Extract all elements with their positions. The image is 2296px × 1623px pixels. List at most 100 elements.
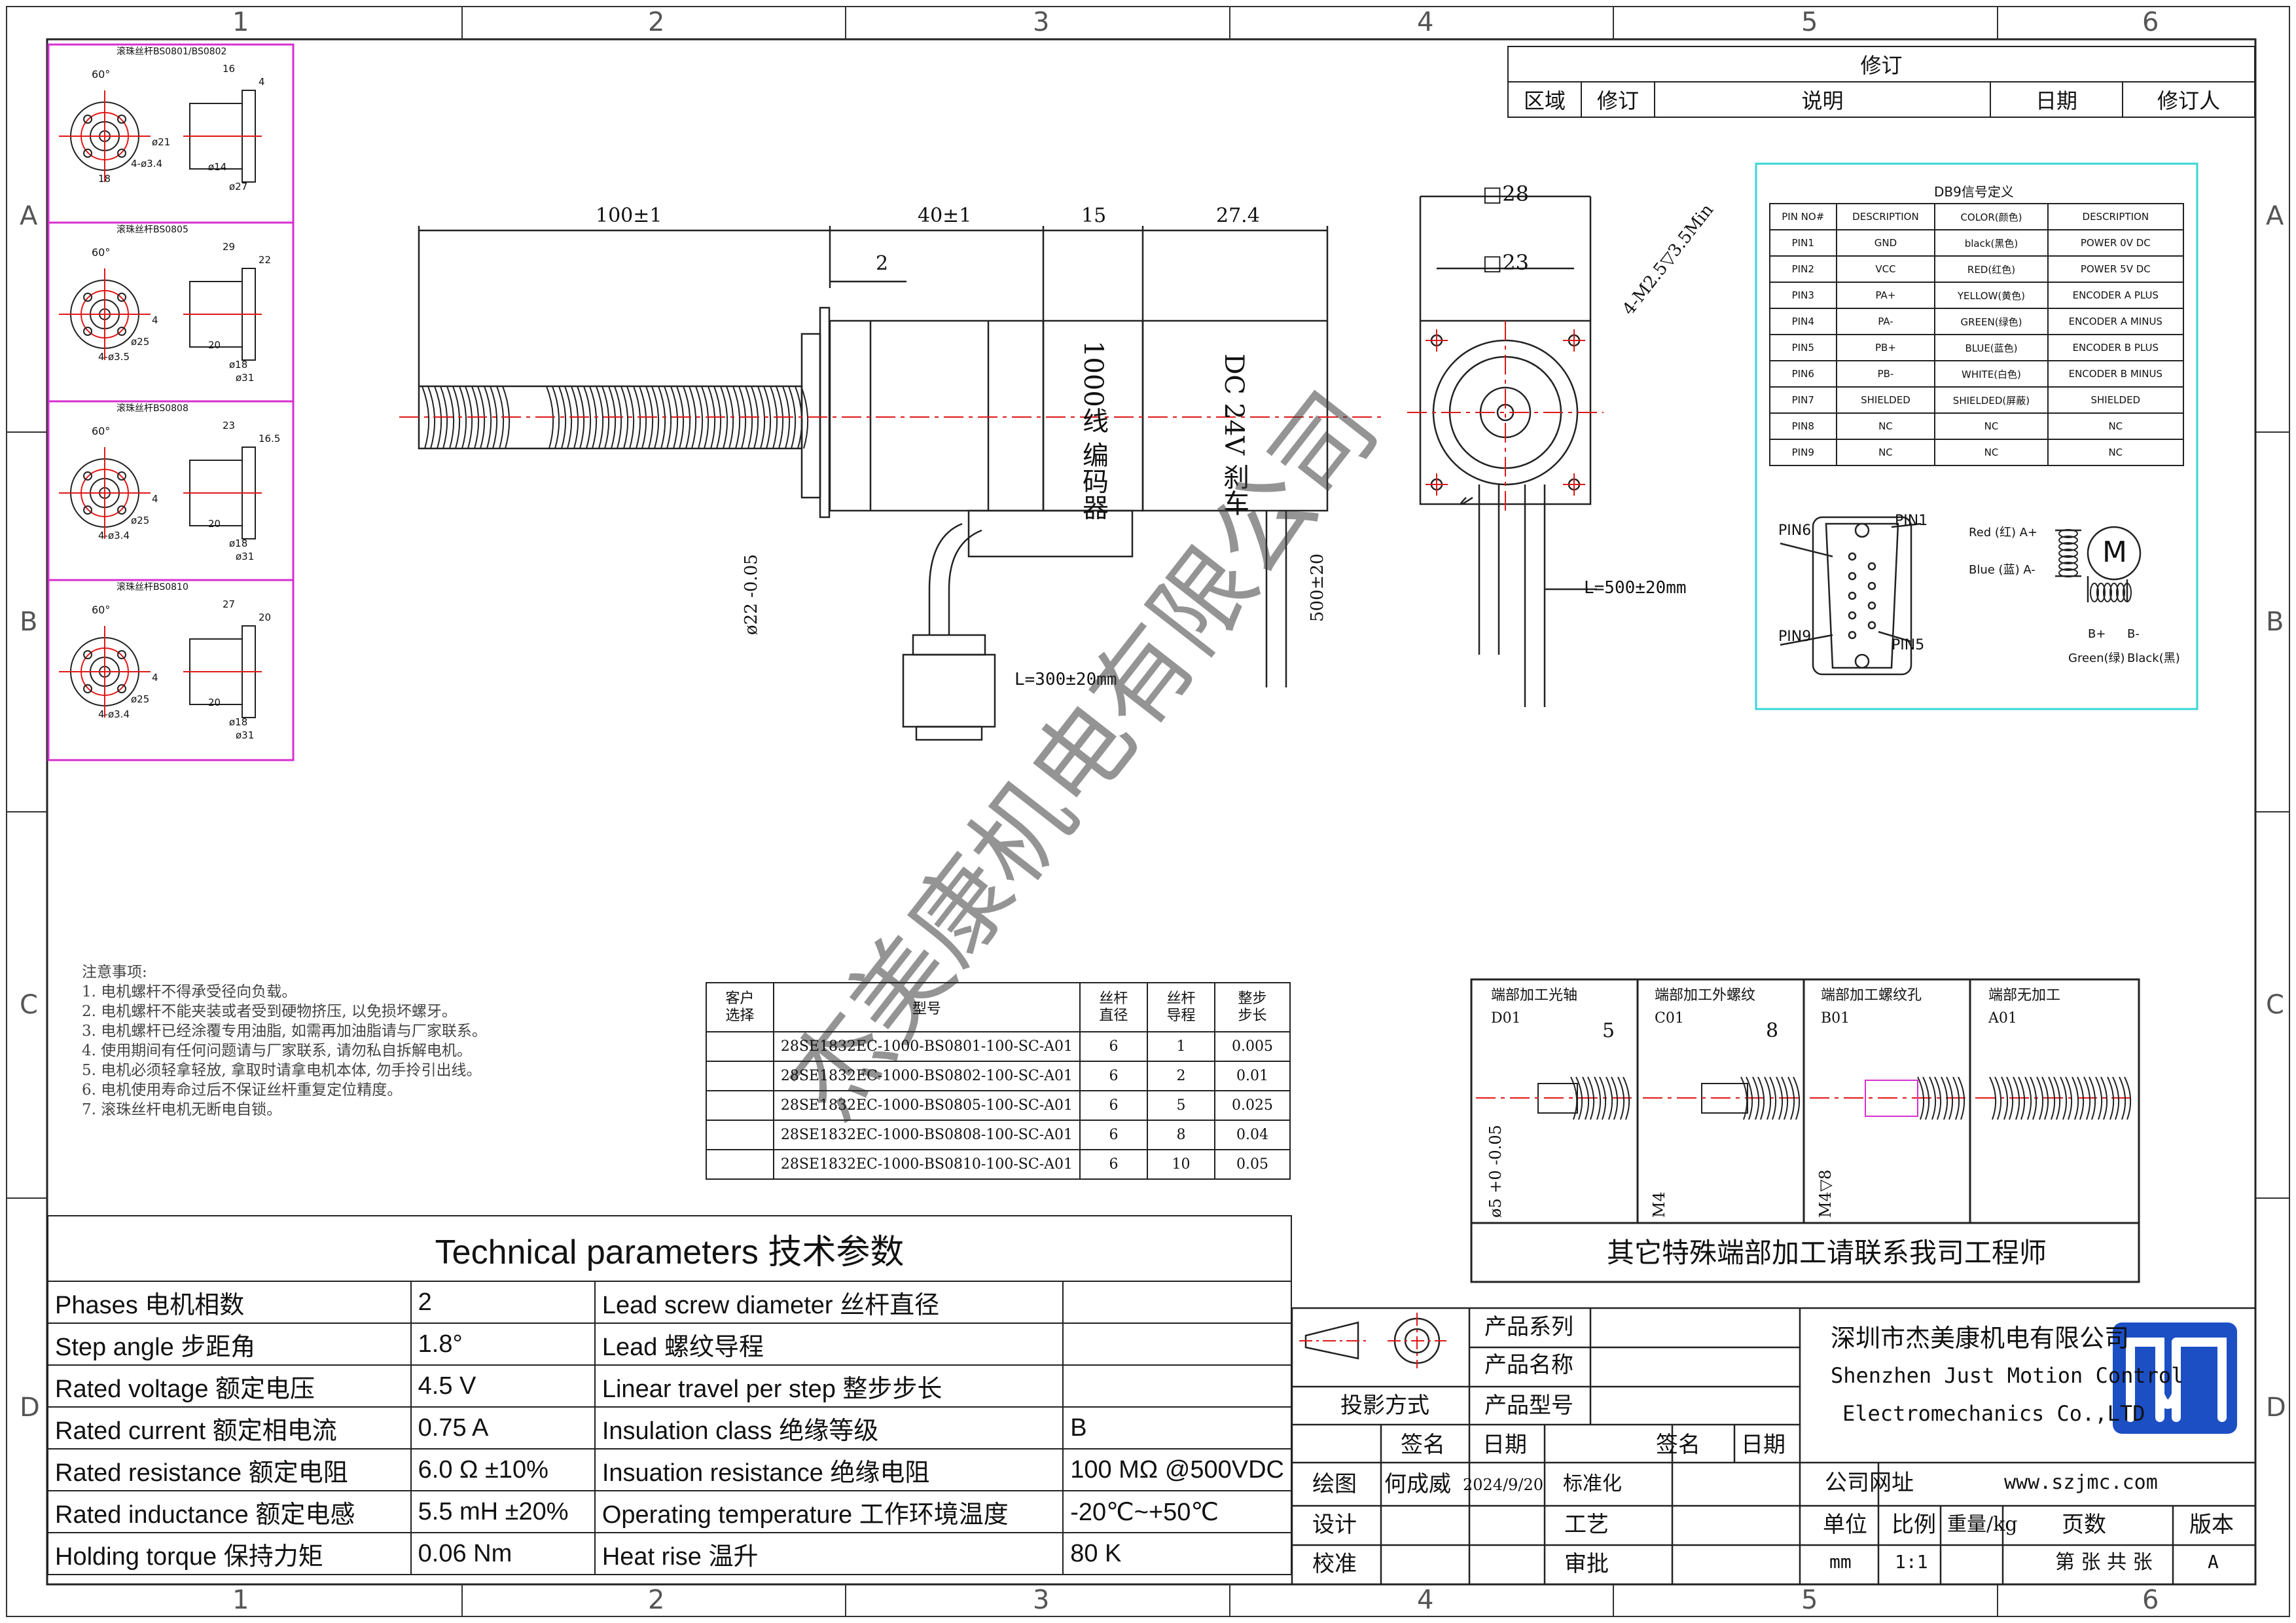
ballscrew-dim: 4-ø3.4: [131, 158, 162, 170]
motor-symbol: M: [2102, 536, 2127, 569]
ballscrew-angle: 60°: [92, 604, 111, 616]
tech-param-label: Heat rise 温升: [594, 1532, 1064, 1575]
dim-encoder-cable: L=300±20mm: [1014, 670, 1117, 689]
ballscrew-title: 滚珠丝杆BS0805: [117, 225, 188, 235]
dim-encoder-length: 15: [1081, 204, 1107, 227]
db9-cell: PIN8: [1769, 412, 1837, 440]
db9-cell: ENCODER B PLUS: [2047, 334, 2185, 361]
model-cell: 28SE1832EC-1000-BS0805-100-SC-A01: [772, 1090, 1081, 1121]
ballscrew-dim: 4-ø3.4: [98, 708, 130, 720]
db9-header-cell: DESCRIPTION: [2047, 203, 2185, 230]
end-types-footer: 其它特殊端部加工请联系我司工程师: [1607, 1237, 2047, 1269]
grid-col-2-bottom: 2: [648, 1585, 665, 1615]
ballscrew-angle: 60°: [92, 425, 111, 437]
pin-label-1: PIN1: [1895, 513, 1928, 529]
tb-company-cn: 深圳市杰美康机电有限公司: [1831, 1324, 2130, 1353]
note-2: 2. 电机螺杆不能夹装或者受到硬物挤压, 以免损坏螺牙。: [82, 1003, 457, 1020]
ballscrew-title: 滚珠丝杆BS0801/BS0802: [117, 46, 227, 57]
model-select-cell[interactable]: [706, 1090, 774, 1121]
tb-process: 工艺: [1564, 1512, 1609, 1538]
tech-param-value: -20℃~+50℃: [1062, 1490, 1292, 1533]
ballscrew-dim: 4: [259, 76, 265, 88]
ballscrew-dim: 20: [208, 518, 221, 530]
tb-draw-date: 2024/9/20: [1463, 1476, 1544, 1494]
db9-cell: ENCODER A MINUS: [2047, 308, 2185, 335]
tb-website: www.szjmc.com: [2004, 1471, 2158, 1494]
tb-company-en2: Electromechanics Co.,LTD: [1842, 1401, 2145, 1426]
grid-row-a: A: [20, 201, 38, 231]
revision-title: 修订: [1507, 46, 2255, 82]
end-type-code: A01: [1988, 1010, 2017, 1027]
db9-cell: NC: [1835, 439, 1936, 466]
ballscrew-dim: 22: [259, 254, 272, 266]
tech-param-label: Rated inductance 额定电感: [47, 1490, 412, 1533]
wire-bminus: B-: [2127, 627, 2140, 641]
end-type-dim: 8: [1766, 1019, 1779, 1042]
tech-param-label: Rated current 额定相电流: [47, 1406, 412, 1450]
db9-cell: NC: [1934, 412, 2049, 440]
brake-label: DC 24V 刹车: [1219, 354, 1249, 516]
grid-col-3: 3: [1033, 7, 1050, 37]
model-header-select: 客户 选择: [706, 982, 774, 1032]
model-cell: 10: [1146, 1149, 1216, 1180]
model-select-cell[interactable]: [706, 1031, 774, 1062]
ballscrew-title: 滚珠丝杆BS0808: [117, 403, 188, 414]
dim-step: 2: [876, 252, 889, 275]
ballscrew-dim: ø25: [131, 515, 150, 526]
ballscrew-dim: ø27: [229, 181, 248, 192]
dim-screw-length: 100±1: [596, 204, 662, 227]
revision-header-reviser: 修订人: [2122, 81, 2255, 118]
note-5: 5. 电机必须轻拿轻放, 拿取时请拿电机本体, 勿手拎引出线。: [82, 1062, 482, 1079]
tech-param-value: [1062, 1281, 1292, 1324]
ballscrew-dim: 4: [152, 672, 158, 684]
dim-square-outer: □28: [1482, 181, 1529, 206]
tb-check: 校准: [1312, 1551, 1357, 1577]
grid-row-b: B: [20, 607, 38, 637]
ballscrew-dim: 16: [223, 63, 236, 75]
tech-param-label: Step angle 步距角: [47, 1322, 412, 1366]
grid-col-1: 1: [232, 7, 249, 37]
ballscrew-angle: 60°: [92, 246, 111, 259]
grid-row-c-right: C: [2266, 990, 2284, 1020]
tb-company-en1: Shenzhen Just Motion Control: [1831, 1363, 2184, 1388]
tech-param-label: Linear travel per step 整步步长: [594, 1364, 1064, 1408]
db9-header-cell: PIN NO#: [1769, 203, 1837, 230]
grid-col-6-bottom: 6: [2142, 1585, 2159, 1615]
db9-cell: NC: [1835, 412, 1936, 440]
grid-row-d: D: [20, 1393, 40, 1423]
end-type-title: 端部加工外螺纹: [1655, 987, 1756, 1004]
note-7: 7. 滚珠丝杆电机无断电自锁。: [82, 1101, 282, 1118]
db9-cell: VCC: [1835, 255, 1936, 283]
tech-param-value: 0.06 Nm: [410, 1532, 596, 1575]
model-cell: 6: [1079, 1090, 1148, 1121]
tech-param-label: Insuation resistance 绝缘电阻: [594, 1448, 1064, 1491]
model-cell: 0.025: [1214, 1090, 1291, 1121]
tech-param-label: Insulation class 绝缘等级: [594, 1406, 1064, 1450]
model-select-cell[interactable]: [706, 1061, 774, 1091]
tb-weight-label: 重量/kg: [1947, 1513, 2018, 1536]
ballscrew-dim: ø18: [229, 538, 248, 549]
db9-cell: NC: [2047, 439, 2185, 466]
db9-cell: NC: [1934, 439, 2049, 466]
ballscrew-dim: 27: [223, 598, 236, 610]
db9-header-cell: DESCRIPTION: [1835, 203, 1936, 230]
model-select-cell[interactable]: [706, 1120, 774, 1150]
ballscrew-dim: 29: [223, 241, 236, 253]
model-select-cell[interactable]: [706, 1149, 774, 1180]
model-cell: 28SE1832EC-1000-BS0801-100-SC-A01: [772, 1031, 1081, 1062]
db9-cell: POWER 0V DC: [2047, 229, 2185, 257]
dim-motor-length: 40±1: [918, 204, 972, 227]
